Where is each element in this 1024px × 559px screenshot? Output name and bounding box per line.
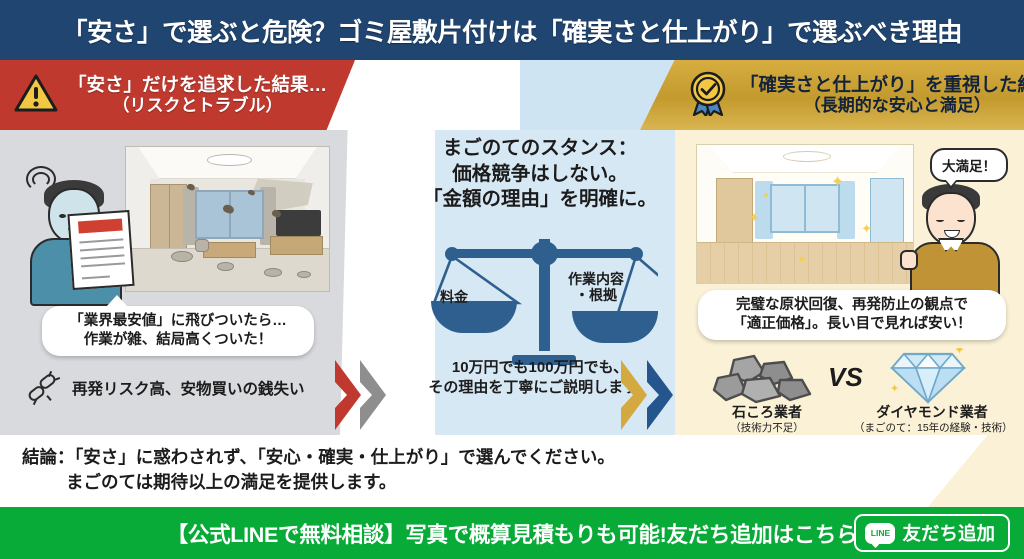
- center-note-line1: 10万円でも100万円でも、: [451, 359, 629, 376]
- center-note-text: 10万円でも100万円でも、 その理由を丁寧にご説明します。: [398, 358, 682, 399]
- balance-scale-icon: 料金 作業内容 ・根拠: [428, 225, 658, 365]
- satisfaction-speech-bubble: 大満足！: [930, 148, 1008, 189]
- happy-man-icon: [900, 174, 1006, 298]
- center-stance-text: まごのてのスタンス： 価格競争はしない。 「金額の理由」を明確に。: [400, 136, 680, 213]
- conclusion-text: 結論：「安さ」に惑わされず、「安心・確実・仕上がり」で選んでください。 まごのて…: [22, 445, 722, 495]
- clean-room-illustration: ✦ ✦ ✦ ✦ ✦ 大満足！: [692, 140, 1010, 300]
- stance-line1: まごのてのスタンス：: [442, 137, 638, 159]
- page-title-bar: 「安さ」で選ぶと危険？ゴミ屋敷片付けは「確実さと仕上がり」で選ぶべき理由: [0, 0, 1024, 60]
- right-result-bubble: 完璧な原状回復、再発防止の観点で 「適正価格」。長い目で見れば安い！: [698, 290, 1006, 340]
- diamond-caption-line2: （まごのて：15年の経験・技術）: [854, 421, 1013, 434]
- rock-caption: 石ころ業者 （技術力不足）: [702, 404, 832, 435]
- conclusion-band: 結論：「安さ」に惑わされず、「安心・確実・仕上がり」で選んでください。 まごのて…: [0, 435, 1024, 507]
- header-right-good: 「確実さと仕上がり」を重視した結果 （長期的な安心と満足）: [640, 60, 1024, 130]
- messy-room-illustration: [18, 144, 330, 312]
- scale-left-label: 料金: [440, 289, 468, 305]
- rock-caption-line2: （技術力不足）: [730, 421, 804, 434]
- header-left-line2: （リスクとトラブル）: [112, 95, 283, 115]
- scale-right-label: 作業内容 ・根拠: [568, 271, 624, 303]
- chevron-arrow-gold-icon: [619, 358, 649, 432]
- warning-triangle-icon: [14, 73, 58, 118]
- line-add-friend-button[interactable]: LINE 友だち追加: [854, 514, 1010, 552]
- scale-right-line2: ・根拠: [575, 287, 617, 304]
- vs-label: VS: [828, 362, 863, 392]
- cta-text: 【公式LINEで無料相談】写真で概算見積もりも可能!友だち追加はこちら: [166, 522, 858, 547]
- header-right-line2: （長期的な安心と満足）: [803, 95, 991, 115]
- line-logo-icon: LINE: [865, 522, 896, 544]
- left-bubble-line1: 「業界最安値」に飛びついたら…: [69, 313, 287, 330]
- center-note-line2: その理由を丁寧にご説明します。: [428, 379, 652, 397]
- body-columns: 「業界最安値」に飛びついたら… 作業が雑、結局高くついた！ 再発リスク高、安物買…: [0, 130, 1024, 473]
- line-add-friend-label: 友だち追加: [902, 523, 995, 544]
- header-stripe-row: 「安さ」だけを追求した結果… （リスクとトラブル） 「確実さと仕上がり」を重視し…: [0, 60, 1024, 130]
- stance-line2: 価格競争はしない。: [452, 162, 628, 185]
- stance-line3: 「金額の理由」を明確に。: [422, 188, 657, 211]
- right-bubble-line1: 完璧な原状回復、再発防止の観点で: [736, 297, 968, 314]
- left-result-bubble: 「業界最安値」に飛びついたら… 作業が雑、結局高くついた！: [42, 295, 314, 356]
- left-bubble-line2: 作業が雑、結局高くついた！: [83, 332, 273, 348]
- diamond-caption: ダイヤモンド業者 （まごのて：15年の経験・技術）: [854, 404, 1013, 435]
- diamond-icon: ✦ ✦: [889, 342, 967, 406]
- page-title: 「安さ」で選ぶと危険？ゴミ屋敷片付けは「確実さと仕上がり」で選ぶべき理由: [61, 18, 963, 47]
- chevron-arrow-navy-icon: [645, 358, 675, 432]
- header-left-line1: 「安さ」だけを追求した結果…: [68, 74, 328, 96]
- header-left-text: 「安さ」だけを追求した結果… （リスクとトラブル）: [68, 74, 327, 115]
- rocks-icon: [712, 352, 818, 404]
- scale-right-line1: 作業内容: [568, 271, 624, 287]
- vs-comparison-row: VS ✦ ✦ 石ころ業者 （技術力不足） ダイヤモン: [694, 342, 1014, 436]
- header-right-text: 「確実さと仕上がり」を重視した結果 （長期的な安心と満足）: [740, 74, 1024, 115]
- left-risk-row: 再発リスク高、安物買いの銭失い: [26, 370, 336, 406]
- broken-chain-icon: [26, 370, 68, 406]
- svg-text:✦: ✦: [954, 348, 965, 357]
- left-risk-text: 再発リスク高、安物買いの銭失い: [72, 381, 305, 398]
- conclusion-line2: まごのては期待以上の満足を提供します。: [66, 471, 397, 492]
- header-left-bad: 「安さ」だけを追求した結果… （リスクとトラブル）: [0, 60, 355, 130]
- chevron-arrow-red-icon: [333, 358, 363, 432]
- conclusion-line1: 結論：「安さ」に惑わされず、「安心・確実・仕上がり」で選んでください。: [22, 447, 615, 467]
- header-right-line1: 「確実さと仕上がり」を重視した結果: [740, 74, 1024, 96]
- right-bubble-line2: 「適正価格」。長い目で見れば安い！: [732, 316, 972, 332]
- line-cta-banner[interactable]: 【公式LINEで無料相談】写真で概算見積もりも可能!友だち追加はこちら LINE…: [0, 507, 1024, 559]
- conclusion-corner-shade: [928, 435, 1024, 507]
- mid-white-slant: [340, 130, 435, 435]
- chevron-arrow-gray-icon: [358, 358, 388, 432]
- clean-room-scene: ✦ ✦ ✦ ✦ ✦: [696, 144, 914, 284]
- header-mid-white-gap: [340, 60, 530, 130]
- messy-room-scene: [125, 146, 330, 292]
- award-badge-icon: [686, 70, 730, 121]
- diamond-caption-line1: ダイヤモンド業者: [876, 404, 988, 420]
- invoice-paper-icon: [67, 209, 135, 291]
- rock-caption-line1: 石ころ業者: [732, 404, 802, 420]
- svg-text:✦: ✦: [890, 383, 899, 395]
